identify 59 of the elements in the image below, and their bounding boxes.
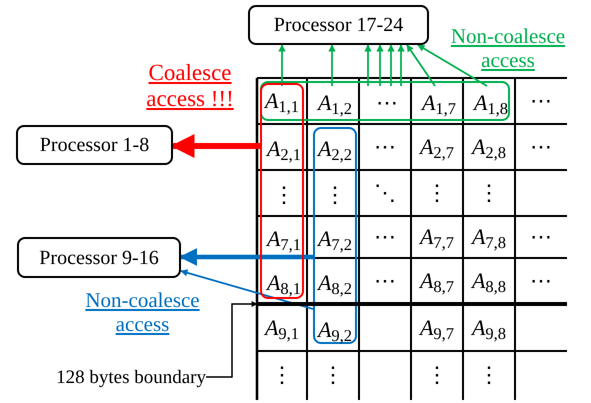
- matrix-entry: A$_{8,1}$: [266, 268, 302, 298]
- arrow: [376, 44, 384, 86]
- matrix-entry: A$_{9,7}$: [419, 312, 455, 342]
- arrow: [406, 44, 436, 86]
- arrow: [328, 44, 336, 86]
- matrix-entry: ⋱: [367, 178, 403, 208]
- matrix-entry: ⋯: [369, 88, 405, 118]
- boundary-label: 128 bytes boundary: [4, 364, 206, 390]
- matrix-entry: ⋮: [315, 360, 351, 390]
- matrix-entry: A$_{1,1}$: [264, 86, 300, 116]
- matrix-entry: A$_{1,2}$: [317, 88, 353, 118]
- matrix-entry: A$_{2,8}$: [471, 132, 507, 162]
- highlight-outline: [260, 81, 510, 121]
- matrix-entry: ⋯: [523, 266, 559, 296]
- matrix-entry: A$_{8,2}$: [317, 268, 353, 298]
- annotation-label: Non-coalesce access: [450, 24, 566, 72]
- matrix-entry: ⋮: [317, 180, 353, 210]
- matrix-entry: A$_{8,8}$: [471, 266, 507, 296]
- matrix-entry: ⋯: [523, 86, 559, 116]
- processor-box: Processor 1-8: [16, 125, 173, 165]
- arrow: [170, 134, 260, 158]
- highlight-outline: [313, 127, 357, 344]
- leader-line: [206, 301, 258, 378]
- matrix-entry: A$_{7,7}$: [419, 222, 455, 252]
- arrow: [387, 44, 395, 86]
- matrix-entry: A$_{1,8}$: [473, 88, 509, 118]
- processor-box: Processor 17-24: [248, 5, 429, 45]
- arrow: [417, 44, 488, 87]
- highlight-outline: [260, 83, 304, 299]
- arrow: [179, 248, 313, 266]
- matrix-entry: A$_{9,8}$: [471, 312, 507, 342]
- processor-box: Processor 9-16: [17, 237, 181, 278]
- matrix-entry: A$_{8,7}$: [419, 266, 455, 296]
- matrix-entry: ⋮: [471, 360, 507, 390]
- annotation-label: Non-coalesce access: [84, 288, 201, 336]
- arrow: [364, 44, 372, 86]
- annotation-label: Coalesce access !!!: [145, 60, 235, 113]
- matrix-entry: A$_{2,2}$: [317, 134, 353, 164]
- matrix-entry: ⋯: [523, 222, 559, 252]
- matrix-entry: A$_{7,8}$: [471, 222, 507, 252]
- matrix-entry: A$_{9,1}$: [264, 312, 300, 342]
- matrix-entry: A$_{2,1}$: [266, 134, 302, 164]
- matrix-entry: ⋮: [264, 360, 300, 390]
- arrow: [397, 44, 405, 86]
- matrix-entry: ⋯: [523, 132, 559, 162]
- matrix-entry: ⋮: [419, 360, 455, 390]
- matrix-entry: A$_{9,2}$: [317, 314, 353, 344]
- matrix-entry: A$_{7,2}$: [317, 224, 353, 254]
- matrix-entry: A$_{2,7}$: [419, 132, 455, 162]
- arrow: [180, 269, 314, 310]
- matrix-entry: ⋯: [367, 266, 403, 296]
- matrix-entry: ⋮: [419, 178, 455, 208]
- matrix-entry: A$_{7,1}$: [266, 224, 302, 254]
- matrix-entry: A$_{1,7}$: [421, 88, 457, 118]
- matrix-entry: ⋮: [471, 178, 507, 208]
- matrix-entry: ⋯: [367, 132, 403, 162]
- matrix-entry: ⋮: [266, 180, 302, 210]
- arrow: [278, 44, 286, 86]
- matrix-entry: ⋯: [367, 222, 403, 252]
